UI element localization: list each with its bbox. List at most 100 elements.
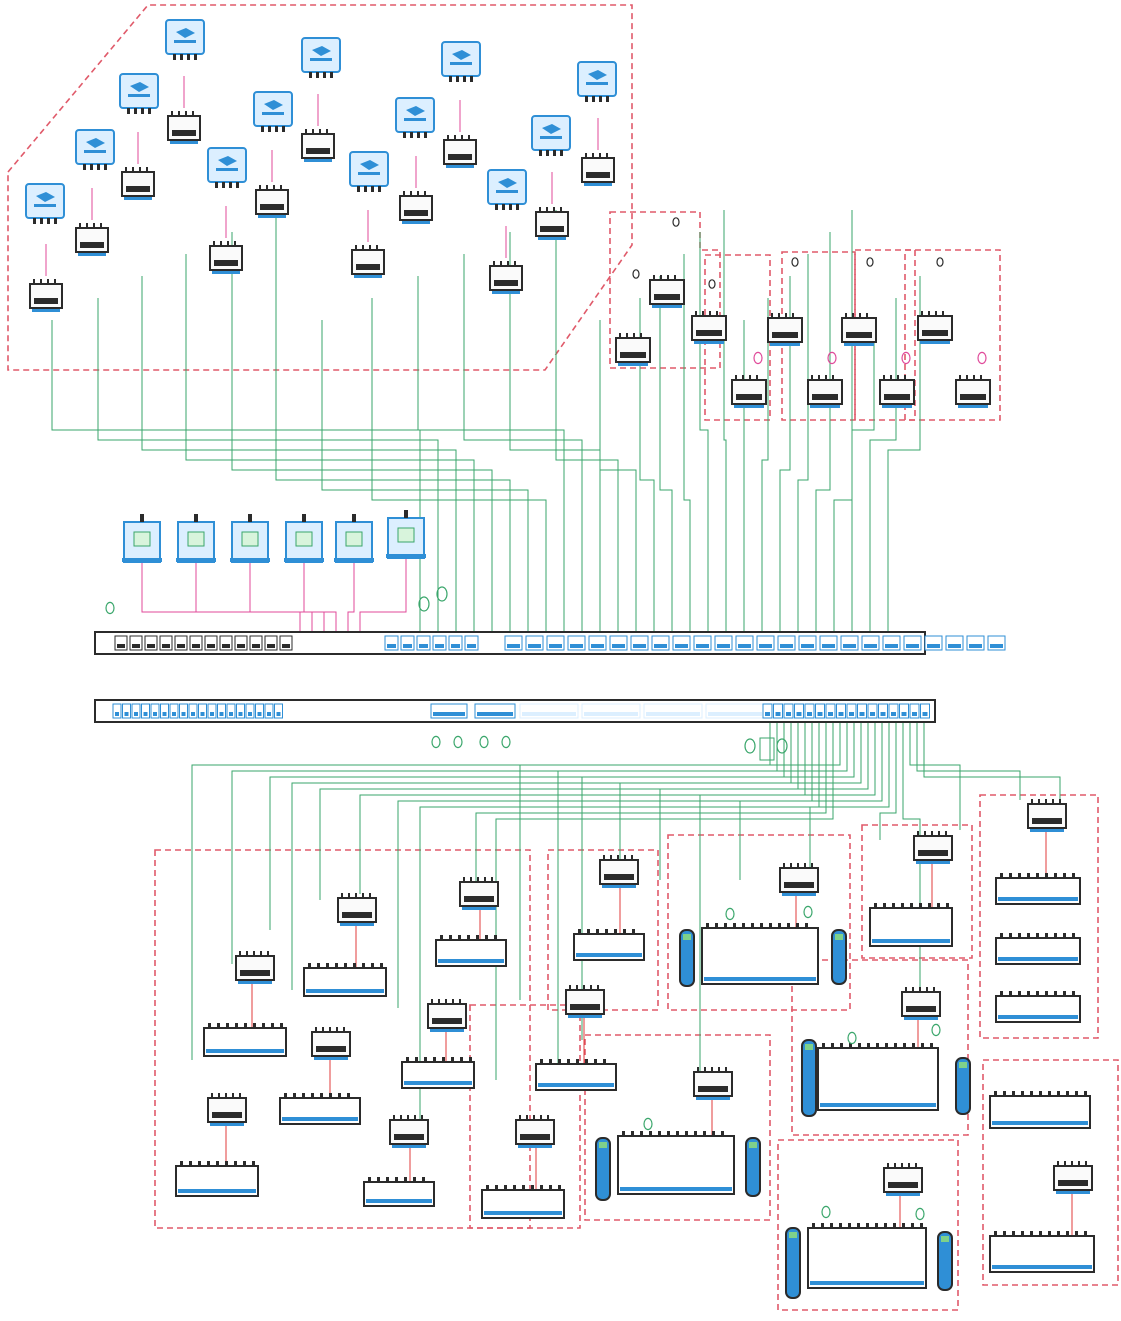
rack-port — [632, 929, 635, 935]
uplink-wire-5 — [231, 232, 493, 632]
controller-pin — [355, 245, 357, 250]
controller-pin — [660, 275, 662, 280]
rack-led-strip — [810, 1281, 924, 1285]
patch-port — [169, 703, 179, 719]
rack-led-strip — [998, 957, 1078, 961]
controller-pin — [792, 313, 794, 318]
controller-pin — [424, 191, 426, 196]
controller-port-strip — [212, 1112, 242, 1118]
controller-frame — [337, 897, 377, 923]
controller-pin — [362, 245, 364, 250]
camera-pin — [417, 132, 420, 138]
controller-frame — [599, 859, 639, 885]
switch-13 — [913, 831, 953, 864]
camera-icon — [130, 82, 149, 92]
switch-4 — [599, 855, 639, 888]
rack-port — [912, 1043, 915, 1049]
uplink-wire-21 — [779, 276, 791, 632]
camera-pin — [180, 54, 183, 60]
distribution-wire-5 — [319, 722, 799, 900]
controller-pin — [393, 1115, 395, 1120]
patch-port-led — [134, 712, 138, 716]
rack-led-strip — [992, 1121, 1088, 1125]
controller-frame — [535, 211, 569, 237]
patch-port-led — [775, 712, 781, 716]
controller-pin — [1038, 799, 1040, 804]
rack-port — [558, 1185, 561, 1191]
uplink-wire-9 — [417, 276, 565, 632]
zone-mid-1 — [609, 211, 721, 369]
controller-base — [446, 165, 474, 168]
controller-pin — [227, 241, 229, 246]
controller-base — [304, 159, 332, 162]
uplink-wire-14 — [639, 298, 655, 632]
controller-frame — [779, 867, 819, 893]
patch-port-led — [891, 712, 896, 716]
rack-port — [1021, 1231, 1024, 1237]
rack-port — [353, 963, 356, 969]
switch-17 — [1053, 1161, 1093, 1194]
controller-pin — [590, 985, 592, 990]
controller-frame — [167, 115, 201, 141]
rack-port — [585, 1059, 588, 1065]
panel-loop-6 — [776, 738, 788, 754]
controller-pin — [576, 985, 578, 990]
display-antenna — [404, 510, 408, 518]
patch-port-led — [115, 712, 119, 716]
controller-pin — [213, 241, 215, 246]
controller-pin — [631, 855, 633, 860]
controller-pin — [417, 191, 419, 196]
controller-pin — [725, 1067, 727, 1072]
poe-injector-12 — [535, 207, 569, 240]
camera-pin — [449, 76, 452, 82]
zone-b7 — [791, 959, 969, 1136]
patch-port-led — [210, 712, 214, 716]
controller-pin — [980, 375, 982, 380]
controller-pin — [452, 999, 454, 1004]
controller-frame — [443, 139, 477, 165]
rack-port — [449, 935, 452, 941]
controller-frame — [207, 1097, 247, 1123]
controller-frame — [209, 245, 243, 271]
rack-port — [424, 1057, 427, 1063]
controller-base — [770, 343, 800, 346]
controller-pin — [260, 951, 262, 956]
rack-port — [235, 1023, 238, 1029]
controller-pin — [139, 167, 141, 172]
rack-port — [440, 935, 443, 941]
controller-frame — [565, 989, 605, 1015]
poe-injector-5 — [209, 241, 243, 274]
rack-port — [596, 929, 599, 935]
controller-pin — [667, 275, 669, 280]
uplink-wire-26 — [869, 298, 897, 632]
controller-pin — [407, 1115, 409, 1120]
rack-port — [1063, 933, 1066, 939]
patch-port-led — [192, 644, 200, 648]
controller-base — [1056, 1191, 1090, 1194]
controller-base — [462, 907, 496, 910]
rack-port — [831, 1043, 834, 1049]
wire-layer — [45, 76, 1073, 1236]
rack-unit-3 — [435, 935, 507, 967]
camera-base — [450, 62, 472, 65]
rack-port — [876, 1043, 879, 1049]
controller-pin — [445, 999, 447, 1004]
controller-pin — [239, 951, 241, 956]
rack-port — [271, 1023, 274, 1029]
patch-port-led — [549, 644, 562, 648]
patch-port — [920, 703, 930, 719]
access-controller-6 — [807, 375, 843, 408]
camera-pin — [378, 186, 381, 192]
camera-pin — [495, 204, 498, 210]
camera-device-3 — [119, 73, 159, 114]
camera-device-7 — [301, 37, 341, 78]
patch-port — [112, 703, 122, 719]
controller-base — [492, 291, 520, 294]
camera-pin — [194, 54, 197, 60]
rack-led-strip — [538, 1083, 614, 1087]
camera-base — [404, 118, 426, 121]
camera-pin — [97, 164, 100, 170]
uplink-wire-25 — [851, 320, 875, 632]
controller-pin — [845, 313, 847, 318]
rack-port — [921, 1043, 924, 1049]
